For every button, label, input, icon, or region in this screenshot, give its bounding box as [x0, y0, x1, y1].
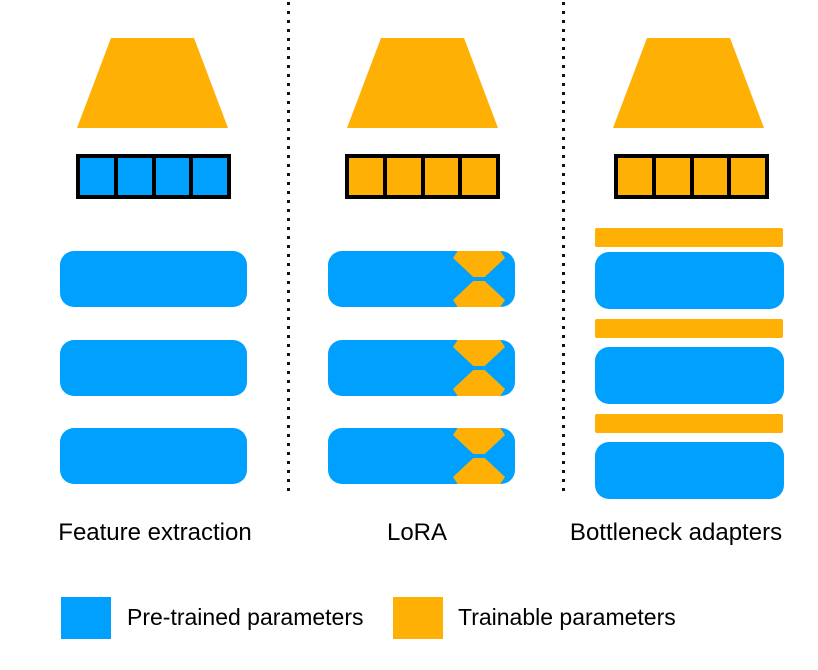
embedding-layer: [345, 154, 500, 199]
column-label: Feature extraction: [58, 519, 252, 546]
embedding-cell: [618, 158, 652, 195]
legend-swatch-trainable: [393, 597, 443, 639]
legend-label-pretrained: Pre-trained parameters: [127, 604, 364, 630]
lora-up-projection: [453, 281, 505, 307]
transformer-layer-block: [328, 340, 515, 396]
lora-down-projection: [453, 340, 505, 366]
embedding-cell: [117, 158, 152, 195]
adapter-bar: [595, 228, 783, 247]
embedding-cell: [349, 158, 383, 195]
embedding-cell: [731, 158, 765, 195]
lora-adapter-icon: [453, 340, 505, 396]
transformer-layer-block: [595, 442, 784, 499]
transformer-layer-block: [60, 428, 247, 484]
embedding-layer: [76, 154, 231, 199]
column-divider: [287, 2, 290, 496]
transformer-layer-block: [60, 340, 247, 396]
lora-adapter-icon: [453, 428, 505, 484]
prediction-head-trapezoid: [77, 38, 228, 128]
legend-swatch-pretrained: [61, 597, 111, 639]
embedding-cell: [462, 158, 496, 195]
prediction-head-trapezoid: [347, 38, 498, 128]
transformer-layer-block: [60, 251, 247, 307]
embedding-cell: [155, 158, 190, 195]
legend-label-trainable: Trainable parameters: [458, 604, 676, 630]
transformer-layer-block: [595, 347, 784, 404]
transformer-layer-block: [328, 428, 515, 484]
embedding-cell: [655, 158, 690, 195]
lora-up-projection: [453, 458, 505, 484]
embedding-cell: [386, 158, 421, 195]
embedding-layer: [614, 154, 769, 199]
lora-down-projection: [453, 251, 505, 277]
embedding-cell: [424, 158, 459, 195]
column-label: Bottleneck adapters: [569, 519, 783, 546]
adapter-bar: [595, 414, 783, 433]
transformer-layer-block: [328, 251, 515, 307]
lora-adapter-icon: [453, 251, 505, 307]
adapter-bar: [595, 319, 783, 338]
prediction-head-trapezoid: [613, 38, 764, 128]
lora-down-projection: [453, 428, 505, 454]
column-label: LoRA: [386, 519, 448, 546]
lora-up-projection: [453, 370, 505, 396]
column-divider: [562, 2, 565, 496]
embedding-cell: [193, 158, 227, 195]
embedding-cell: [693, 158, 728, 195]
transformer-layer-block: [595, 252, 784, 309]
embedding-cell: [80, 158, 114, 195]
